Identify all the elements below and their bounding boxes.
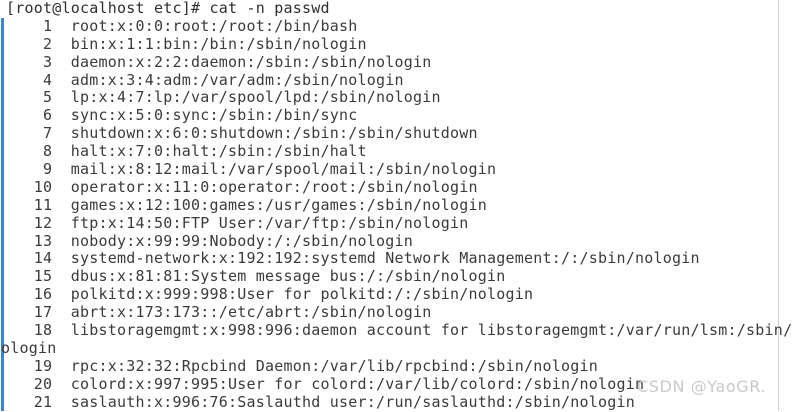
left-accent-bar [1,18,4,411]
passwd-line: 1 root:x:0:0:root:/root:/bin/bash [6,16,358,35]
passwd-line: 6 sync:x:5:0:sync:/sbin:/bin/sync [6,106,358,125]
passwd-line: 12 ftp:x:14:50:FTP User:/var/ftp:/sbin/n… [6,213,469,232]
passwd-line: 16 polkitd:x:999:998:User for polkitd:/:… [6,285,534,304]
csdn-watermark: CSDN @YaoGR. [637,377,767,396]
passwd-line: 15 dbus:x:81:81:System message bus:/:/sb… [6,267,506,286]
passwd-line: 3 daemon:x:2:2:daemon:/sbin:/sbin/nologi… [6,52,432,71]
passwd-line: 17 abrt:x:173:173::/etc/abrt:/sbin/nolog… [6,303,432,322]
passwd-line: 4 adm:x:3:4:adm:/var/adm:/sbin/nologin [6,70,404,89]
passwd-file-listing: 1 root:x:0:0:root:/root:/bin/bash 2 bin:… [0,16,792,412]
passwd-line: 5 lp:x:4:7:lp:/var/spool/lpd:/sbin/nolog… [6,88,441,107]
passwd-line: 20 colord:x:997:995:User for colord:/var… [6,374,645,393]
passwd-line: 14 systemd-network:x:192:192:systemd Net… [6,249,700,268]
passwd-line: 9 mail:x:8:12:mail:/var/spool/mail:/sbin… [6,160,497,179]
passwd-line: 11 games:x:12:100:games:/usr/games:/sbin… [6,195,488,214]
passwd-line: 8 halt:x:7:0:halt:/sbin:/sbin/halt [6,142,367,161]
passwd-line: 10 operator:x:11:0:operator:/root:/sbin/… [6,177,478,196]
passwd-line: 7 shutdown:x:6:0:shutdown:/sbin:/sbin/sh… [6,124,478,143]
right-edge-rule [778,0,779,411]
passwd-line: 18 libstoragemgmt:x:998:996:daemon accou… [6,321,792,340]
passwd-line: 2 bin:x:1:1:bin:/bin:/sbin/nologin [6,34,367,53]
passwd-line-wrapped: ologin [1,338,57,357]
passwd-line: 19 rpc:x:32:32:Rpcbind Daemon:/var/lib/r… [6,356,599,375]
passwd-line: 21 saslauth:x:996:76:Saslauthd user:/run… [6,392,636,411]
passwd-line: 13 nobody:x:99:99:Nobody:/:/sbin/nologin [6,231,414,250]
shell-prompt-line: [root@localhost etc]# cat -n passwd [6,0,330,17]
